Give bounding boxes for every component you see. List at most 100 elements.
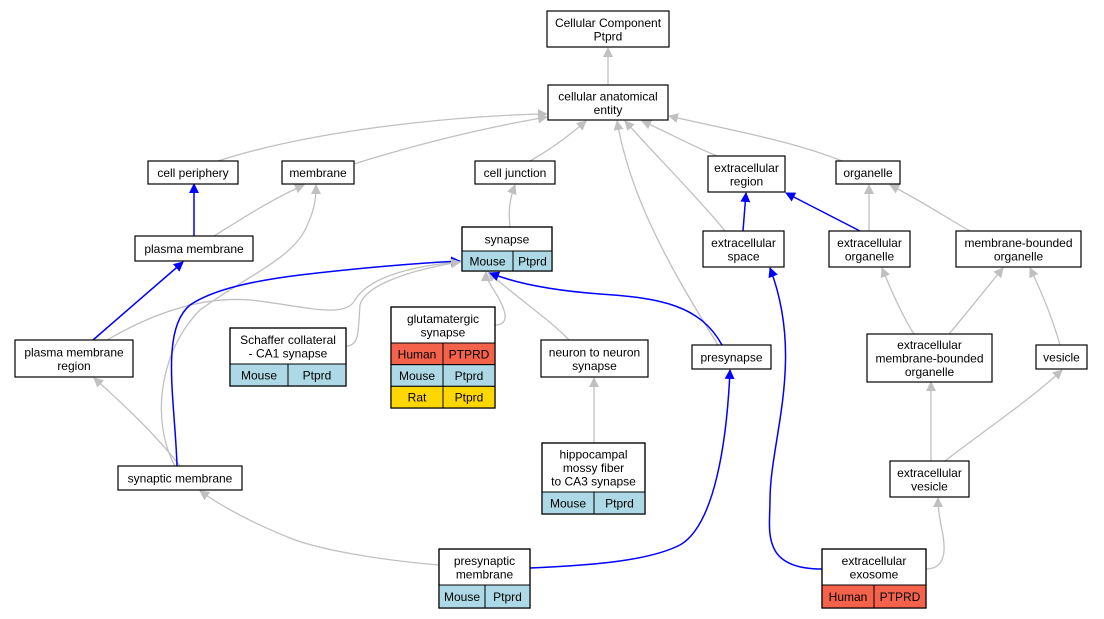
edge-membrane-to-cae (353, 113, 548, 165)
edge-presyn-to-cae (613, 120, 719, 346)
edges-layer (92, 47, 1063, 570)
node-border (390, 306, 496, 409)
gene-label: PTPRD (880, 590, 921, 604)
node-label: Ptprd (594, 29, 623, 43)
gene-label: Ptprd (605, 497, 634, 511)
node-label: synapse (572, 359, 617, 373)
edge-exosome-to-extspace (768, 267, 823, 570)
edge-organelle-to-cae (668, 113, 843, 162)
node-cellper[interactable]: cell periphery (147, 160, 239, 185)
edge-pmr-to-plasmamem (92, 261, 184, 341)
node-presyn[interactable]: presynapse (691, 344, 772, 370)
node-box (702, 230, 785, 268)
node-label: presynapse (700, 351, 762, 365)
species-label: Mouse (241, 369, 277, 383)
edge-synmem-to-pmr (93, 377, 181, 467)
edge-premem-to-synmem (199, 490, 440, 566)
node-label: exosome (850, 567, 899, 581)
node-label: Schaffer collateral (240, 333, 336, 347)
edge-extspace-to-extreg (740, 192, 751, 232)
node-label: synapse (485, 233, 530, 247)
species-label: Rat (408, 391, 427, 405)
node-box (14, 339, 134, 378)
gene-label: PTPRD (449, 347, 490, 361)
node-label: synapse (421, 325, 466, 339)
node-label: neuron to neuron (549, 345, 640, 359)
node-label: plasma membrane (24, 345, 124, 359)
node-label: membrane-bounded (875, 352, 983, 366)
edge-presyn-to-synapse (489, 271, 723, 346)
node-label: organelle (905, 365, 955, 379)
edge-plasmamem-to-membrane (213, 184, 305, 237)
node-label: membrane-bounded (964, 236, 1072, 250)
edge-schaffer-to-synapse (345, 258, 461, 347)
node-label: vesicle (911, 479, 948, 493)
node-border (821, 548, 927, 609)
node-label: extracellular (837, 236, 902, 250)
node-box (707, 155, 786, 193)
node-box (1035, 344, 1088, 370)
node-label: membrane (289, 166, 347, 180)
edge-cellper-to-cae (217, 109, 548, 162)
edge-glut-to-synapse (481, 271, 506, 326)
edge-mbo-to-organelle (889, 184, 971, 232)
species-label: Mouse (399, 369, 435, 383)
node-celljunc[interactable]: cell junction (474, 160, 556, 185)
node-box (547, 84, 669, 121)
edge-embo-to-mbo (948, 267, 1004, 335)
node-label: hippocampal (559, 448, 627, 462)
node-label: extracellular (897, 466, 962, 480)
node-label: Cellular Component (555, 16, 662, 30)
species-label: Human (829, 590, 868, 604)
node-label: - CA1 synapse (249, 346, 328, 360)
node-label: organelle (845, 249, 895, 263)
species-label: Mouse (469, 255, 505, 269)
node-label: to CA3 synapse (551, 475, 636, 489)
gene-label: Ptprd (303, 369, 332, 383)
node-label: extracellular (842, 554, 907, 568)
node-label: region (730, 174, 763, 188)
node-label: extracellular (711, 236, 776, 250)
edge-synmem-to-synapse (170, 256, 461, 467)
node-label: cellular anatomical (558, 89, 657, 103)
gene-label: Ptprd (455, 391, 484, 405)
node-synmem[interactable]: synaptic membrane (117, 465, 243, 491)
node-box (147, 160, 239, 185)
species-label: Mouse (444, 590, 480, 604)
node-box (474, 160, 556, 185)
node-plasmamem[interactable]: plasma membrane (134, 235, 254, 262)
node-membrane[interactable]: membrane (281, 160, 355, 185)
node-label: organelle (843, 166, 893, 180)
node-border (229, 327, 347, 387)
node-vesicle[interactable]: vesicle (1035, 344, 1088, 370)
node-label: organelle (994, 249, 1044, 263)
node-label: presynaptic (454, 554, 515, 568)
node-organelle[interactable]: organelle (835, 160, 901, 185)
node-box (889, 460, 970, 498)
edge-extves-to-vesicle (944, 369, 1063, 462)
node-box (117, 465, 243, 491)
gene-label: Ptprd (518, 255, 547, 269)
node-box (546, 10, 670, 48)
node-label: cell junction (484, 166, 547, 180)
node-label: entity (594, 103, 623, 117)
edge-extreg-to-cae (641, 120, 718, 157)
node-box (835, 160, 901, 185)
